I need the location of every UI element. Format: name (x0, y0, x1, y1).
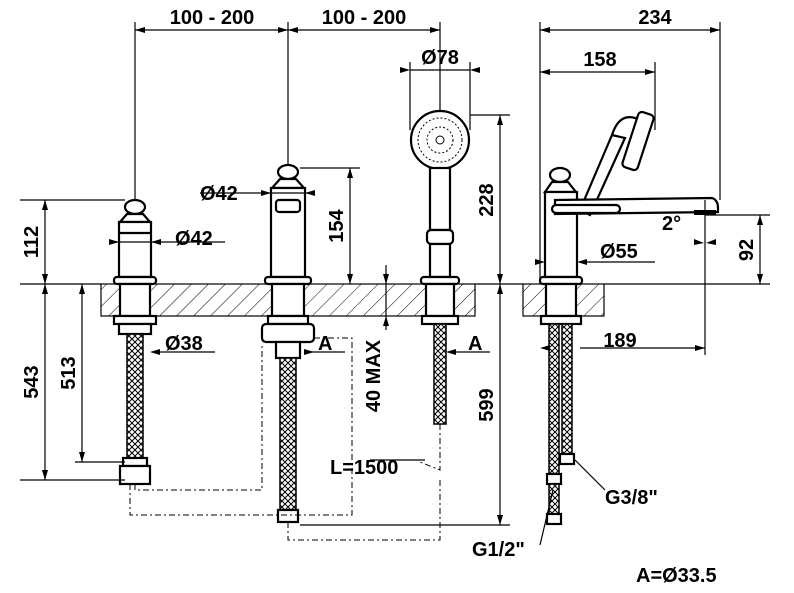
dim-valve-diameter-upper: Ø42 (200, 183, 238, 205)
dim-spout-angle: 2° (662, 213, 681, 235)
thread-large: G1/2" (472, 539, 525, 561)
dim-shank-diameter: Ø38 (165, 333, 203, 355)
dim-deck-thickness: 40 MAX (363, 339, 385, 412)
dim-hose-length-left: 543 (21, 365, 43, 398)
dim-spout-height: 92 (736, 239, 758, 261)
hand-shower (409, 109, 471, 425)
dim-spacing-right: 100 - 200 (322, 7, 407, 29)
section-mark-a1: A (318, 333, 332, 355)
hole-diameter-note: A=Ø33.5 (636, 565, 717, 587)
hose-routing (129, 337, 441, 541)
diverter-valve (260, 22, 316, 524)
dim-valve-diameter-lower: Ø42 (175, 228, 213, 250)
side-view-spout (538, 22, 770, 526)
thread-small: G3/8" (605, 487, 658, 509)
dim-spout-reach: 189 (603, 330, 636, 352)
dim-overall-depth: 234 (638, 7, 672, 29)
dim-shower-hose-length: L=1500 (330, 457, 398, 479)
dim-spout-diameter: Ø55 (600, 241, 638, 263)
dim-diverter-height: 154 (326, 208, 348, 242)
dim-spout-reach-top: 158 (583, 49, 616, 71)
dimension-labels: 100 - 200 100 - 200 Ø78 234 158 112 543 … (21, 7, 758, 587)
dim-hand-shower-diameter: Ø78 (421, 47, 459, 69)
dim-spacing-left: 100 - 200 (170, 7, 255, 29)
dim-hose-length-right: 599 (476, 388, 498, 421)
dim-shower-height: 228 (476, 183, 498, 216)
dimension-lines (20, 22, 763, 546)
dim-valve-height: 112 (21, 226, 43, 258)
dim-hose-length-mid: 513 (58, 356, 80, 389)
section-mark-a2: A (468, 333, 482, 355)
left-valve (112, 22, 158, 486)
